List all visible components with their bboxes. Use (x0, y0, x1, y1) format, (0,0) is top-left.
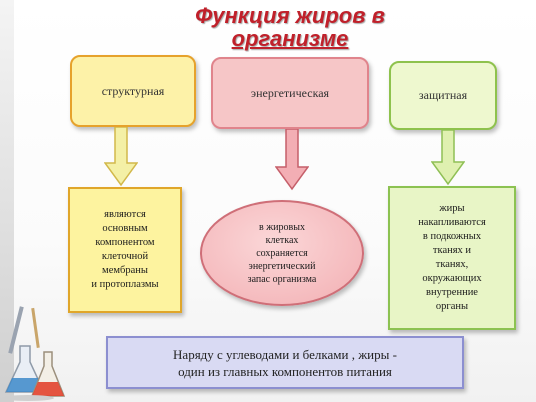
category-protective-label: защитная (418, 88, 468, 102)
arrow-down-icon (104, 127, 138, 187)
category-energy-box: энергетическая (211, 57, 369, 129)
structural-description-box: являются основным компонентом клеточной … (68, 187, 182, 313)
bottom-note-box: Наряду с углеводами и белками , жиры - о… (106, 336, 464, 389)
lab-flasks-icon (2, 306, 66, 401)
left-decor-strip (0, 0, 14, 402)
protective-description-box: жиры накапливаются в подкожных тканях и … (388, 186, 516, 330)
protective-description: жиры накапливаются в подкожных тканях и … (418, 203, 486, 312)
category-protective-box: защитная (389, 61, 497, 130)
title-line-2: организме (231, 26, 349, 51)
bottom-note-text: Наряду с углеводами и белками , жиры - о… (173, 346, 397, 379)
category-energy-label: энергетическая (250, 85, 330, 100)
arrow-down-icon (275, 129, 309, 191)
category-structural-box: структурная (70, 55, 196, 127)
energy-description-ellipse: в жировых клетках сохраняется энергетиче… (200, 200, 364, 306)
title-line-1: Функция жиров в (195, 3, 385, 28)
category-structural-label: структурная (101, 83, 165, 98)
energy-description: в жировых клетках сохраняется энергетиче… (247, 221, 317, 285)
slide-title: Функция жиров в организме (150, 2, 430, 52)
structural-description: являются основным компонентом клеточной … (91, 209, 159, 290)
arrow-down-icon (431, 130, 465, 186)
